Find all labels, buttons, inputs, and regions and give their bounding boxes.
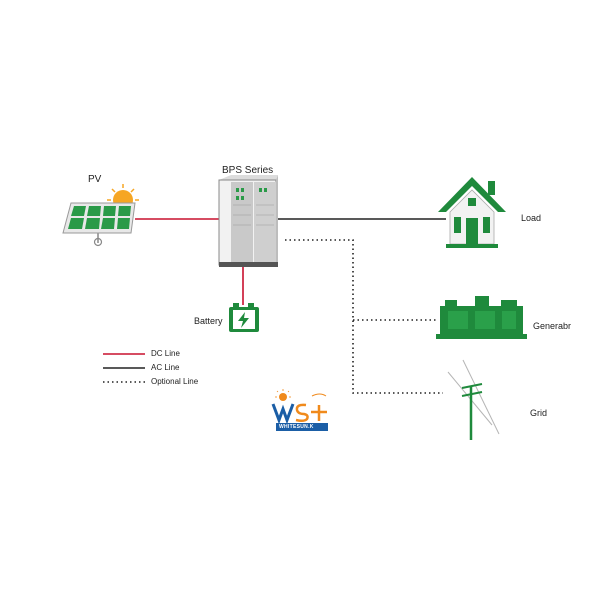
optional-line-main [285,239,443,394]
legend-optional-label: Optional Line [151,377,199,386]
label-grid: Grid [530,408,548,418]
label-generator: Generabr [533,321,572,331]
label-bps-series: BPS Series [222,165,274,176]
label-battery: Battery [194,316,223,326]
bps-cabinet-icon [218,175,278,267]
generator-icon [436,296,527,339]
logo-text: WHITESUN.K [279,424,314,430]
battery-icon [229,303,259,332]
solar-panel-icon [62,202,136,247]
power-pole-icon [447,359,500,440]
label-load: Load [521,213,542,223]
house-icon [438,177,506,248]
legend-ac-label: AC Line [151,363,180,372]
legend-dc-label: DC Line [151,349,180,358]
label-pv: PV [88,174,102,185]
whitesun-logo [271,389,328,431]
